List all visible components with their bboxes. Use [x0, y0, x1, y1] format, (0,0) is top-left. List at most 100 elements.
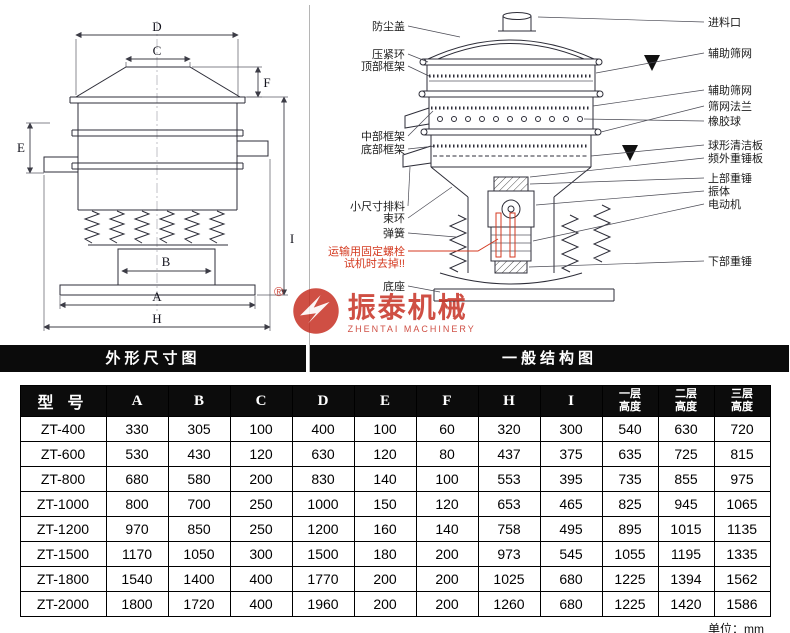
cell: 1065 [713, 491, 771, 518]
col-header-i: I [539, 384, 603, 418]
label-extra-weight-plate: 频外重锤板 [708, 151, 763, 165]
col-header-line: 高度 [731, 401, 753, 414]
cell: 160 [353, 516, 417, 543]
dim-label-h: H [152, 311, 161, 326]
col-header-d: D [291, 384, 355, 418]
cell: 150 [353, 491, 417, 518]
middle-discharge-chute [404, 107, 430, 129]
cell: 1562 [713, 566, 771, 593]
cell: 735 [601, 466, 659, 493]
dim-label-a: A [152, 289, 162, 304]
cell: 300 [539, 416, 603, 443]
cell-model: ZT-1200 [19, 516, 107, 543]
cell: 970 [105, 516, 169, 543]
cell: 653 [477, 491, 541, 518]
cell: 120 [229, 441, 293, 468]
cell: 545 [539, 541, 603, 568]
col-header-f: F [415, 384, 479, 418]
table-row: ZT-1000 800 700 250 1000 150 120 653 465… [19, 491, 771, 518]
dimension-f: F [192, 66, 271, 98]
caption-structure: 一般结构图 [310, 345, 789, 372]
label-mid-frame: 中部框架 [361, 129, 405, 143]
cell: 680 [105, 466, 169, 493]
cell: 1540 [105, 566, 169, 593]
cell-model: ZT-800 [19, 466, 107, 493]
cell: 945 [657, 491, 715, 518]
structure-panel: 防尘盖 压紧环 顶部框架 中部框架 底部框架 小尺寸排料 束环 弹簧 运输用固定… [309, 5, 789, 372]
cell: 1500 [291, 541, 355, 568]
transport-bolt [495, 212, 502, 258]
col-header-line: 二层 [675, 388, 697, 400]
cell: 630 [657, 416, 715, 443]
label-aux-screen-1: 辅助筛网 [708, 46, 752, 60]
right-labels: 进料口 辅助筛网 辅助筛网 筛网法兰 橡胶球 球形清洁板 频外重锤板 上部重锤 … [708, 15, 763, 268]
support-springs [84, 210, 228, 246]
cell: 635 [601, 441, 659, 468]
cell: 200 [353, 566, 417, 593]
cell: 680 [539, 566, 603, 593]
cell: 680 [539, 591, 603, 618]
diagrams-section: D C F [0, 5, 789, 372]
label-dust-cover: 防尘盖 [372, 19, 405, 33]
cell: 800 [105, 491, 169, 518]
cell-model: ZT-1800 [19, 566, 107, 593]
cell: 758 [477, 516, 541, 543]
outline-dimension-diagram: D C F [17, 19, 294, 331]
col-header-line: 高度 [619, 401, 641, 414]
cell: 725 [657, 441, 715, 468]
brand-watermark: ® 振泰机械 ZHENTAI MACHINERY [274, 284, 476, 341]
label-bottom-frame: 底部框架 [361, 142, 405, 156]
machine-body [43, 96, 269, 211]
cell: 850 [167, 516, 231, 543]
machine-lid [74, 66, 242, 98]
cell-model: ZT-1500 [19, 541, 107, 568]
cell: 973 [477, 541, 541, 568]
cell: 100 [229, 416, 293, 443]
cell-model: ZT-400 [19, 416, 107, 443]
cell: 1420 [657, 591, 715, 618]
cell: 400 [229, 566, 293, 593]
col-header-line: 高度 [675, 401, 697, 414]
cell: 60 [415, 416, 479, 443]
dim-label-b: B [162, 254, 171, 269]
cell: 100 [353, 416, 417, 443]
dim-label-d: D [152, 19, 161, 34]
cell: 1055 [601, 541, 659, 568]
cell: 1770 [291, 566, 355, 593]
cell: 200 [415, 591, 479, 618]
table-row: ZT-400 330 305 100 400 100 60 320 300 54… [19, 416, 771, 443]
table-row: ZT-2000 1800 1720 400 1960 200 200 1260 … [19, 591, 771, 618]
cell: 700 [167, 491, 231, 518]
label-ball-cleaning-plate: 球形清洁板 [708, 138, 763, 152]
dim-label-c: C [153, 43, 162, 58]
cell-model: ZT-2000 [19, 591, 107, 618]
cell: 530 [105, 441, 169, 468]
cell: 200 [353, 591, 417, 618]
cell: 580 [167, 466, 231, 493]
label-transport-bolt-warning-1: 运输用固定螺栓 [328, 244, 405, 258]
rubber-balls [437, 116, 583, 122]
cell: 1260 [477, 591, 541, 618]
col-header-line: 一层 [619, 388, 641, 400]
registered-mark: ® [274, 284, 284, 299]
caption-outline-dimension: 外形尺寸图 [0, 345, 306, 372]
left-spring [449, 214, 467, 273]
spec-table: 型 号 A B C D E F H I 一层 高度 二层 高度 三层 [19, 384, 771, 618]
right-leader-lines [528, 16, 705, 268]
bottom-discharge-chute [402, 145, 432, 168]
col-header-model: 型 号 [19, 384, 107, 418]
cell: 1025 [477, 566, 541, 593]
cell: 1000 [291, 491, 355, 518]
cell: 1394 [657, 566, 715, 593]
cell: 250 [229, 516, 293, 543]
cell-model: ZT-600 [19, 441, 107, 468]
col-header-height-1: 一层 高度 [601, 384, 659, 418]
cell: 1195 [657, 541, 715, 568]
motor-part [490, 226, 532, 262]
dim-label-f: F [263, 75, 270, 90]
transport-bolt [509, 212, 516, 258]
right-spring [561, 214, 579, 273]
table-row: ZT-1500 1170 1050 300 1500 180 200 973 5… [19, 541, 771, 568]
label-clamp-band: 束环 [383, 212, 405, 225]
label-small-discharge: 小尺寸排料 [350, 199, 405, 213]
